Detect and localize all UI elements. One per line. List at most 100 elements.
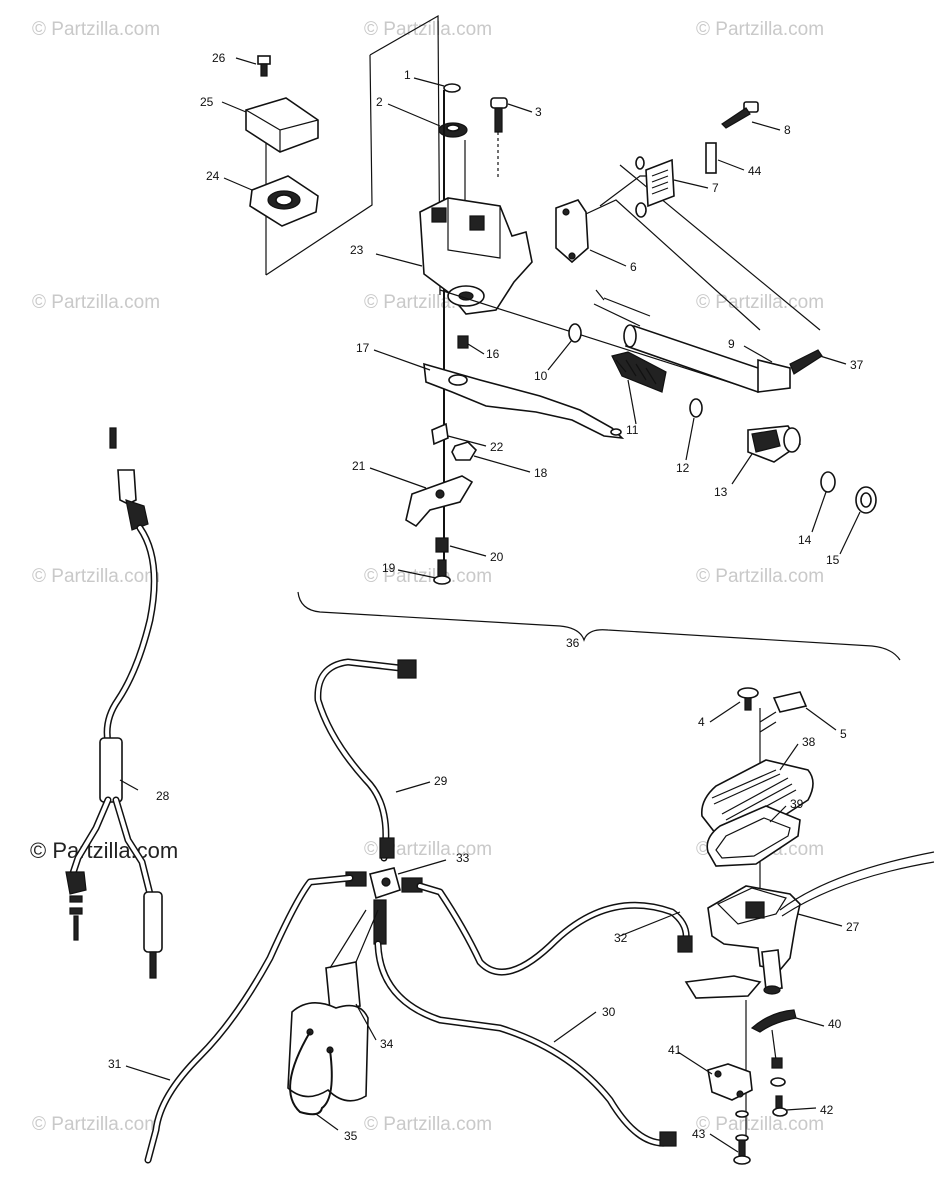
part-34-bag xyxy=(287,909,379,1102)
part-23-master-cylinder xyxy=(419,197,533,315)
label-37: 37 xyxy=(850,358,864,372)
label-1: 1 xyxy=(404,68,411,82)
label-29: 29 xyxy=(434,774,448,788)
part-38-cover xyxy=(700,759,814,835)
part-12-washer xyxy=(689,398,703,418)
part-25-cap xyxy=(245,97,319,153)
watermark: © Partzilla.com xyxy=(364,1114,492,1135)
part-39-gasket xyxy=(706,805,801,867)
label-2: 2 xyxy=(376,95,383,109)
watermark: © Partzilla.com xyxy=(364,839,492,860)
part-32-hose xyxy=(416,882,690,976)
label-27: 27 xyxy=(846,920,860,934)
watermark: © Partzilla.com xyxy=(696,19,824,40)
label-25: 25 xyxy=(200,95,214,109)
part-20-spacer xyxy=(435,537,449,553)
brake-pedal-pad xyxy=(684,975,762,999)
watermark-dark: © Partzilla.com xyxy=(30,838,178,863)
part-28-cable xyxy=(65,427,163,979)
part-27-master-cylinder xyxy=(707,851,935,995)
label-15: 15 xyxy=(826,553,840,567)
watermark: © Partzilla.com xyxy=(696,1114,824,1135)
label-42: 42 xyxy=(820,1103,834,1117)
watermark: © Partzilla.com xyxy=(696,292,824,313)
label-8: 8 xyxy=(784,123,791,137)
part-17-lever xyxy=(423,362,625,440)
part-42-screw xyxy=(772,1095,788,1117)
part-7-switch xyxy=(635,156,675,218)
brake-hoses xyxy=(144,658,693,1164)
label-28: 28 xyxy=(156,789,170,803)
label-31: 31 xyxy=(108,1057,122,1071)
part-44-decal xyxy=(705,142,717,174)
label-3: 3 xyxy=(535,105,542,119)
part-40-spring xyxy=(750,1009,797,1033)
label-14: 14 xyxy=(798,533,812,547)
label-39: 39 xyxy=(790,797,804,811)
bracket-36 xyxy=(297,591,901,661)
part-22-spring xyxy=(431,422,449,446)
part-6-clamp xyxy=(555,199,589,264)
label-24: 24 xyxy=(206,169,220,183)
watermark: © Partzilla.com xyxy=(32,566,160,587)
watermark: © Partzilla.com xyxy=(32,1114,160,1135)
part-16-bushing xyxy=(457,335,469,349)
part-18-nut xyxy=(451,441,478,461)
part-41-clamp xyxy=(707,1063,753,1101)
label-23: 23 xyxy=(350,243,364,257)
label-41: 41 xyxy=(668,1043,682,1057)
label-32: 32 xyxy=(614,931,628,945)
watermark: © Partzilla.com xyxy=(696,566,824,587)
label-35: 35 xyxy=(344,1129,358,1143)
label-12: 12 xyxy=(676,461,690,475)
part-13-piston xyxy=(747,425,802,463)
watermark: © Partzilla.com xyxy=(364,19,492,40)
label-33: 33 xyxy=(456,851,470,865)
part-35-strap xyxy=(289,1031,333,1116)
part-10-washer xyxy=(568,323,582,343)
part-26-screw xyxy=(257,55,271,77)
label-30: 30 xyxy=(602,1005,616,1019)
label-38: 38 xyxy=(802,735,816,749)
label-16: 16 xyxy=(486,347,500,361)
label-6: 6 xyxy=(630,260,637,274)
label-9: 9 xyxy=(728,337,735,351)
label-43: 43 xyxy=(692,1127,706,1141)
label-4: 4 xyxy=(698,715,705,729)
part-3-bolt xyxy=(490,97,508,178)
label-7: 7 xyxy=(712,181,719,195)
label-11: 11 xyxy=(626,423,639,437)
part-33-tee-fitting xyxy=(345,867,423,945)
label-40: 40 xyxy=(828,1017,842,1031)
part-1-washer xyxy=(443,83,461,93)
part-24-diaphragm xyxy=(249,175,319,227)
label-44: 44 xyxy=(748,164,762,178)
part-8-screw xyxy=(721,101,759,129)
lower-right-assembly xyxy=(684,687,935,1165)
part-14-seal xyxy=(820,471,836,493)
label-10: 10 xyxy=(534,369,548,383)
label-17: 17 xyxy=(356,341,370,355)
label-5: 5 xyxy=(840,727,847,741)
label-22: 22 xyxy=(490,440,504,454)
upper-assembly xyxy=(245,14,901,661)
watermark: © Partzilla.com xyxy=(32,292,160,313)
callouts: 26 25 24 1 2 3 8 44 7 6 23 17 16 9 37 10… xyxy=(108,51,864,1143)
label-26: 26 xyxy=(212,51,226,65)
part-19-bolt xyxy=(433,559,451,585)
label-20: 20 xyxy=(490,550,504,564)
watermark: © Partzilla.com xyxy=(32,19,160,40)
label-19: 19 xyxy=(382,561,396,575)
label-18: 18 xyxy=(534,466,548,480)
part-43-screw xyxy=(733,1110,751,1165)
label-36: 36 xyxy=(566,636,580,650)
part-5-decal xyxy=(772,691,808,713)
label-34: 34 xyxy=(380,1037,394,1051)
label-21: 21 xyxy=(352,459,366,473)
part-21-bracket xyxy=(405,475,474,528)
watermarks: © Partzilla.com © Partzilla.com © Partzi… xyxy=(30,19,824,1135)
part-4-screw xyxy=(737,687,759,711)
part-11-spring xyxy=(611,351,667,393)
leader-lines xyxy=(119,57,861,1153)
